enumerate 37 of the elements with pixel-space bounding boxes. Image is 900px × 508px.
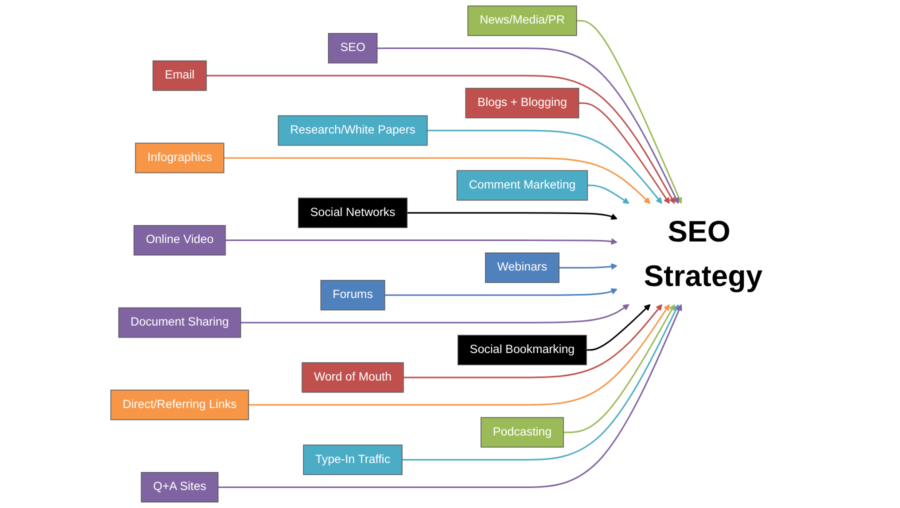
arrow	[240, 304, 630, 324]
arrow	[559, 263, 618, 270]
node-box: Social Networks	[298, 198, 408, 228]
node-box: Webinars	[485, 252, 560, 283]
node-box: Podcasting	[480, 417, 564, 448]
node-box: Infographics	[135, 142, 224, 174]
arrow	[578, 102, 670, 204]
arrow	[576, 20, 682, 204]
node-box: Social Bookmarking	[458, 334, 587, 366]
node-box: Email	[152, 60, 207, 91]
arrow	[427, 130, 662, 204]
arrow	[225, 238, 618, 245]
node-box: Research/White Papers	[278, 115, 428, 146]
node-box: Blogs + Blogging	[465, 88, 580, 118]
arrow	[563, 304, 675, 434]
node-box: Comment Marketing	[456, 170, 588, 201]
arrow	[218, 304, 682, 488]
arrow	[402, 304, 679, 461]
arrow	[588, 184, 630, 204]
node-box: Direct/Referring Links	[110, 390, 249, 420]
arrow	[206, 74, 675, 204]
arrow	[224, 157, 651, 204]
arrow	[586, 304, 651, 351]
arrow	[248, 304, 670, 406]
arrow	[407, 212, 618, 220]
node-box: Type-In Traffic	[303, 444, 402, 475]
node-box: Word of Mouth	[302, 362, 404, 393]
arrow	[384, 288, 618, 296]
node-box: Forums	[320, 280, 386, 310]
arrow	[403, 304, 662, 378]
arrow	[377, 47, 679, 204]
node-box: Q+A Sites	[140, 472, 218, 502]
node-box: Document Sharing	[118, 307, 242, 338]
node-box: Online Video	[134, 225, 226, 256]
node-box: News/Media/PR	[467, 6, 577, 36]
node-text: SEO Strategy	[644, 215, 763, 293]
node-box: SEO	[328, 33, 378, 64]
